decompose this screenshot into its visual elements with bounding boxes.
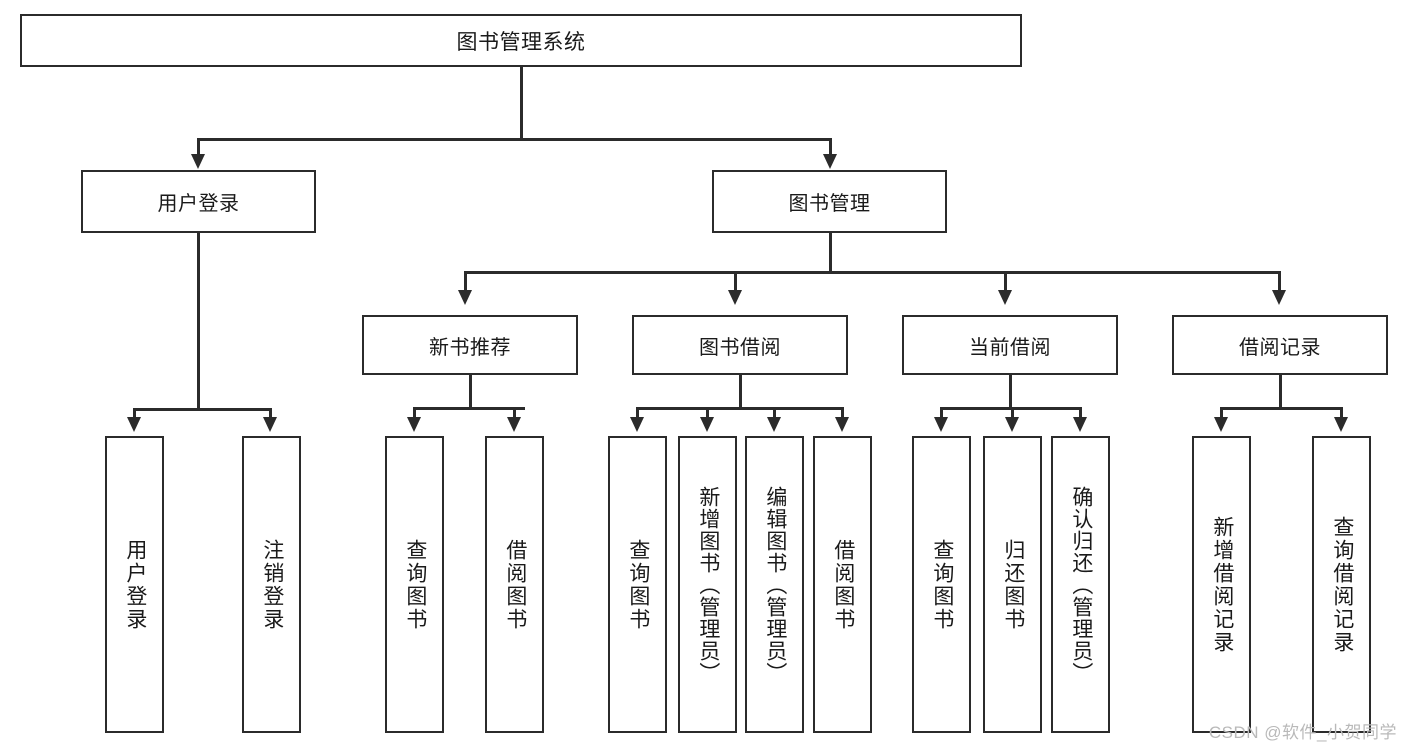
leaf-query-book-2[interactable]: 查询图书 [608, 436, 667, 733]
arrow-to-book-manage [823, 154, 837, 169]
leaf-label: 编辑图书（管理员） [763, 485, 787, 684]
connector-drop-current-borrow [1004, 271, 1007, 292]
leaf-label: 新增图书（管理员） [696, 485, 720, 684]
leaf-add-book-admin[interactable]: 新增图书（管理员） [678, 436, 737, 733]
leaf-user-login[interactable]: 用户登录 [105, 436, 164, 733]
connector-user-login-trunk [197, 233, 200, 410]
leaf-label: 确认归还（管理员） [1069, 485, 1093, 684]
node-label: 用户登录 [157, 193, 240, 215]
arrow-to-leaf-user-login [127, 417, 141, 432]
arrow-to-leaf-edit-book [767, 417, 781, 432]
arrow-to-leaf-query-book-2 [630, 417, 644, 432]
arrow-to-leaf-query-book-3 [934, 417, 948, 432]
connector-book-borrow-trunk [739, 375, 742, 409]
connector-cb-drop-3 [1079, 407, 1082, 418]
arrow-to-leaf-borrow-book-2 [835, 417, 849, 432]
node-label: 当前借阅 [969, 336, 1051, 359]
leaf-label: 用户登录 [123, 538, 147, 631]
arrow-to-user-login [191, 154, 205, 169]
arrow-to-leaf-borrow-book-1 [507, 417, 521, 432]
connector-root-to-book-manage [829, 138, 832, 156]
leaf-add-borrow-record[interactable]: 新增借阅记录 [1192, 436, 1251, 733]
connector-user-login-drop-2 [269, 408, 272, 418]
connector-root-bus [197, 138, 831, 141]
connector-cb-drop-2 [1011, 407, 1014, 418]
arrow-to-leaf-add-record [1214, 417, 1228, 432]
node-book-borrow[interactable]: 图书借阅 [632, 315, 848, 375]
connector-borrow-record-trunk [1279, 375, 1282, 409]
connector-bb-drop-3 [773, 407, 776, 418]
leaf-return-book[interactable]: 归还图书 [983, 436, 1042, 733]
leaf-label: 新增借阅记录 [1210, 515, 1234, 654]
leaf-borrow-book-1[interactable]: 借阅图书 [485, 436, 544, 733]
connector-user-login-drop-1 [133, 408, 136, 418]
connector-user-login-bus [133, 408, 271, 411]
csdn-watermark: CSDN @软件_小贺同学 [1208, 723, 1397, 742]
connector-new-book-rec-trunk [469, 375, 472, 409]
connector-borrow-record-bus [1220, 407, 1342, 410]
connector-cb-drop-1 [940, 407, 943, 418]
leaf-query-book-3[interactable]: 查询图书 [912, 436, 971, 733]
arrow-to-borrow-record [1272, 290, 1286, 305]
node-label: 借阅记录 [1239, 336, 1321, 359]
arrow-to-current-borrow [998, 290, 1012, 305]
node-label: 图书管理系统 [456, 30, 586, 54]
leaf-label: 查询图书 [930, 538, 954, 631]
connector-book-manage-trunk [829, 233, 832, 273]
leaf-edit-book-admin[interactable]: 编辑图书（管理员） [745, 436, 804, 733]
node-borrow-record[interactable]: 借阅记录 [1172, 315, 1388, 375]
arrow-to-leaf-query-record [1334, 417, 1348, 432]
node-current-borrow[interactable]: 当前借阅 [902, 315, 1118, 375]
node-user-login[interactable]: 用户登录 [81, 170, 316, 233]
connector-level3-bus [464, 271, 1280, 274]
leaf-query-book-1[interactable]: 查询图书 [385, 436, 444, 733]
leaf-label: 借阅图书 [503, 538, 527, 631]
arrow-to-leaf-return-book [1005, 417, 1019, 432]
leaf-label: 借阅图书 [831, 538, 855, 631]
leaf-query-borrow-record[interactable]: 查询借阅记录 [1312, 436, 1371, 733]
node-book-management-system[interactable]: 图书管理系统 [20, 14, 1022, 67]
connector-bb-drop-2 [706, 407, 709, 418]
leaf-user-logout[interactable]: 注销登录 [242, 436, 301, 733]
connector-current-borrow-trunk [1009, 375, 1012, 409]
leaf-confirm-return-admin[interactable]: 确认归还（管理员） [1051, 436, 1110, 733]
connector-br-drop-2 [1340, 407, 1343, 418]
connector-drop-borrow-record [1278, 271, 1281, 292]
leaf-label: 注销登录 [260, 538, 284, 631]
connector-drop-book-borrow [734, 271, 737, 292]
connector-bb-drop-1 [636, 407, 639, 418]
arrow-to-leaf-query-book-1 [407, 417, 421, 432]
connector-root-to-user-login [197, 138, 200, 156]
leaf-label: 查询图书 [403, 538, 427, 631]
leaf-label: 查询借阅记录 [1330, 515, 1354, 654]
connector-bb-drop-4 [841, 407, 844, 418]
arrow-to-book-borrow [728, 290, 742, 305]
arrow-to-leaf-user-logout [263, 417, 277, 432]
node-label: 图书借阅 [699, 336, 781, 359]
connector-root-trunk [520, 67, 523, 140]
arrow-to-new-book-rec [458, 290, 472, 305]
connector-drop-new-book-rec [464, 271, 467, 292]
connector-book-borrow-bus [636, 407, 844, 410]
node-label: 图书管理 [788, 193, 871, 215]
arrow-to-leaf-confirm-return [1073, 417, 1087, 432]
connector-nbr-drop-2 [513, 407, 516, 418]
connector-nbr-drop-1 [413, 407, 416, 418]
node-label: 新书推荐 [429, 336, 511, 359]
node-new-book-recommend[interactable]: 新书推荐 [362, 315, 578, 375]
connector-br-drop-1 [1220, 407, 1223, 418]
node-book-management[interactable]: 图书管理 [712, 170, 947, 233]
leaf-borrow-book-2[interactable]: 借阅图书 [813, 436, 872, 733]
leaf-label: 归还图书 [1001, 538, 1025, 631]
leaf-label: 查询图书 [626, 538, 650, 631]
connector-new-book-rec-bus [413, 407, 525, 410]
arrow-to-leaf-add-book [700, 417, 714, 432]
